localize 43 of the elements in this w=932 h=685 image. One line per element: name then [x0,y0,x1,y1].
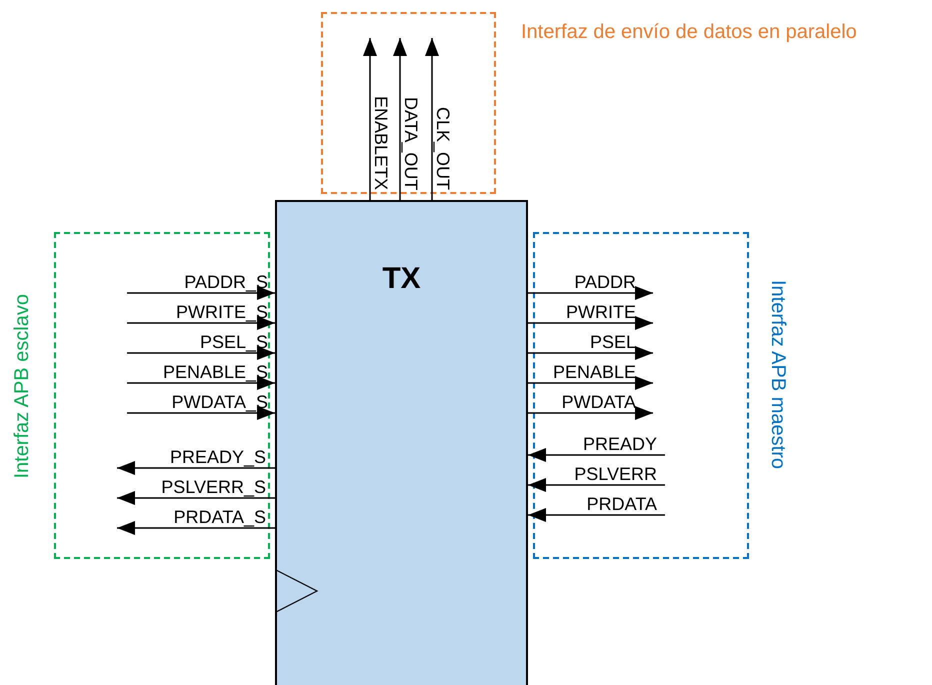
signal-arrow [127,346,275,360]
signal-label: PSLVERR_S [161,478,266,496]
signal-arrow [425,38,439,200]
signal-arrow [127,376,275,390]
signal-arrow [528,508,665,522]
signal-arrow [528,376,653,390]
signal-label: PRDATA_S [174,508,266,526]
signal-arrow [528,448,665,462]
signal-label: PSEL_S [200,333,268,351]
group-label: Interfaz APB esclavo [12,294,32,479]
signal-label: PWRITE [566,303,636,321]
signal-label: PENABLE [552,363,636,381]
group-label: Interfaz de envío de datos en paralelo [521,22,857,42]
signal-arrow [528,478,665,492]
signal-label: ENABLETX [372,96,390,190]
signal-label: PADDR [574,273,636,291]
signal-label: PRDATA [586,495,657,513]
signal-label: CLK_OUT [434,106,452,190]
signal-label: PREADY_S [170,448,266,466]
signal-label: PWDATA [562,393,636,411]
signal-arrow [117,521,275,535]
group-label: Interfaz APB maestro [768,280,788,469]
signal-label: PREADY [582,435,657,453]
signal-label: PWDATA_S [172,393,268,411]
signal-arrow [528,286,653,300]
tx-block [275,200,528,685]
signal-arrow [117,491,275,505]
signal-label: PADDR_S [184,273,268,291]
signal-arrow [528,346,653,360]
signal-label: DATA_OUT [402,96,420,190]
signal-label: PSEL [590,333,636,351]
signal-label: PWRITE_S [176,303,268,321]
signal-arrow [127,286,275,300]
signal-arrow [393,38,407,200]
signal-arrow [363,38,377,200]
signal-arrow [528,316,653,330]
signal-arrow [117,461,275,475]
signal-arrow [127,316,275,330]
signal-label: PSLVERR [574,465,657,483]
signal-arrow [127,406,275,420]
signal-arrow [528,406,653,420]
block-title: TX [381,264,422,294]
signal-label: PENABLE_S [162,363,268,381]
